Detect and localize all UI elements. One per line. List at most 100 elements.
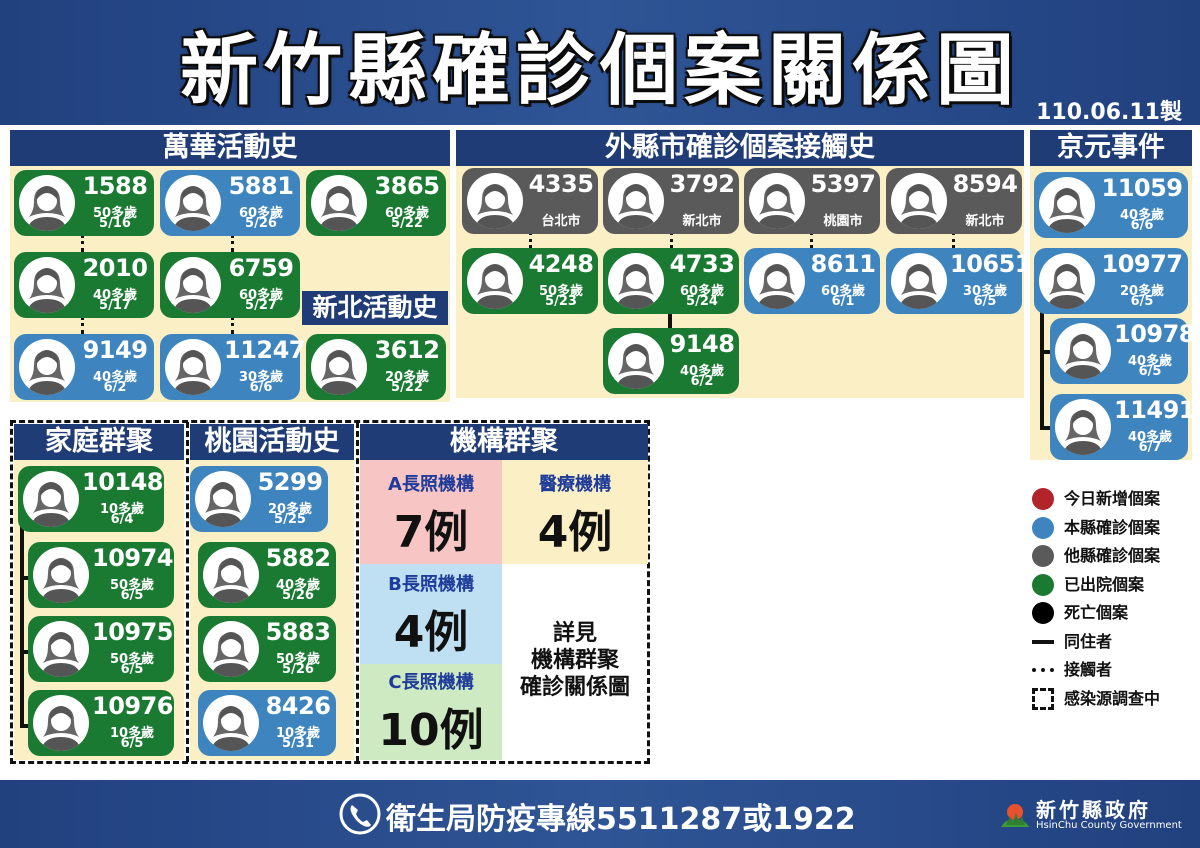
case-date: 6/2 [103,380,127,395]
person-icon-part [616,184,656,229]
institution-note-line: 詳見 [552,621,597,646]
household-line [20,500,24,726]
person-icon-part [173,268,213,313]
person-icon-part [757,215,797,229]
section-title-xinbei: 新北活動史 [302,291,448,325]
case-date: 6/1 [831,294,855,309]
person-icon-part [221,633,241,645]
case-number: 10148 [82,468,164,496]
case-date: 5/23 [545,294,577,309]
person-icon [165,175,221,231]
contact-line [952,232,955,248]
person-icon-part [51,711,71,731]
person-icon-part [899,215,939,229]
person-icon [195,471,251,527]
person-icon-part [1063,441,1103,455]
legend-item: 接觸者 [1032,659,1197,681]
contact-line [231,316,234,334]
person-icon-part [211,589,251,603]
case-date: 6/7 [1138,440,1162,455]
case-number: 3612 [374,336,440,364]
household-line [20,724,32,728]
person-icon-part [1047,295,1087,309]
person-icon-part [213,483,233,495]
person-icon-part [909,269,929,289]
case-date: 6/5 [120,736,144,751]
person-icon-part [616,344,656,389]
person-icon-part [203,513,243,527]
case-number: 10978 [1114,320,1196,348]
case-date: 6/5 [120,662,144,677]
case-date: 6/6 [1130,218,1154,233]
person-icon-part [183,187,203,199]
case-date: 6/5 [1138,364,1162,379]
person-icon [467,253,523,309]
person-icon-part [41,737,81,751]
legend-dotted-line-icon [1032,668,1054,672]
person-icon-part [183,355,203,375]
person-icon-part [41,589,81,603]
person-icon-part [626,349,646,369]
case-number: 8611 [810,250,876,278]
case-number: 5397 [810,170,876,198]
institution-note-line: 機構群聚 [530,648,619,673]
case-age: 50多歲 [92,206,138,221]
legend-solid-line-icon [1032,639,1054,644]
person-icon-part [329,191,349,211]
case-number: 5299 [257,468,323,496]
legend-item: 同住者 [1032,631,1197,653]
person-icon-part [37,351,57,363]
legend-dashed-box-icon [1032,687,1054,710]
dashed-divider [186,422,189,762]
person-icon [203,695,259,751]
case-number: 10975 [92,618,174,646]
case-age: 40多歲 [1119,208,1165,223]
person-icon-part [41,706,81,751]
case-date: 6/4 [110,512,134,527]
case-number: 2010 [82,254,148,282]
person-icon-part [1057,189,1077,201]
case-number: 4248 [528,250,594,278]
person-icon-part [319,350,359,395]
person-icon-part [183,191,203,211]
contact-line [529,232,532,248]
legend-item: 已出院個案 [1032,573,1197,596]
case-age: 10多歲 [99,502,145,517]
case-age: 60多歲 [679,284,725,299]
person-icon-part [616,375,656,389]
person-icon-part [221,711,241,731]
person-icon-part [616,215,656,229]
person-icon-part [203,482,243,527]
person-icon-part [485,265,505,277]
person-icon-part [329,351,349,363]
section-title-taoyuan: 桃園活動史 [190,424,354,460]
person-icon [19,175,75,231]
case-date: 5/26 [245,216,277,231]
person-icon [1039,177,1095,233]
case-date: 5/17 [99,298,131,313]
household-line [668,312,672,328]
legend-item: 死亡個案 [1032,602,1197,624]
person-icon [467,173,523,229]
contact-line [231,234,234,252]
county-logo-icon [998,797,1032,831]
institution-b-label: B長照機構 [388,574,474,595]
county-name: 新竹縣政府 [1036,798,1151,822]
person-icon [749,173,805,229]
person-icon [33,547,89,603]
case-date: 5/22 [391,380,423,395]
case-city: 桃園市 [823,214,863,229]
case-age: 30多歲 [962,284,1008,299]
case-date: 5/31 [282,736,314,751]
section-title-family: 家庭群聚 [14,424,184,460]
case-number: 10976 [92,692,174,720]
person-icon [311,175,367,231]
case-number: 10974 [92,544,174,572]
